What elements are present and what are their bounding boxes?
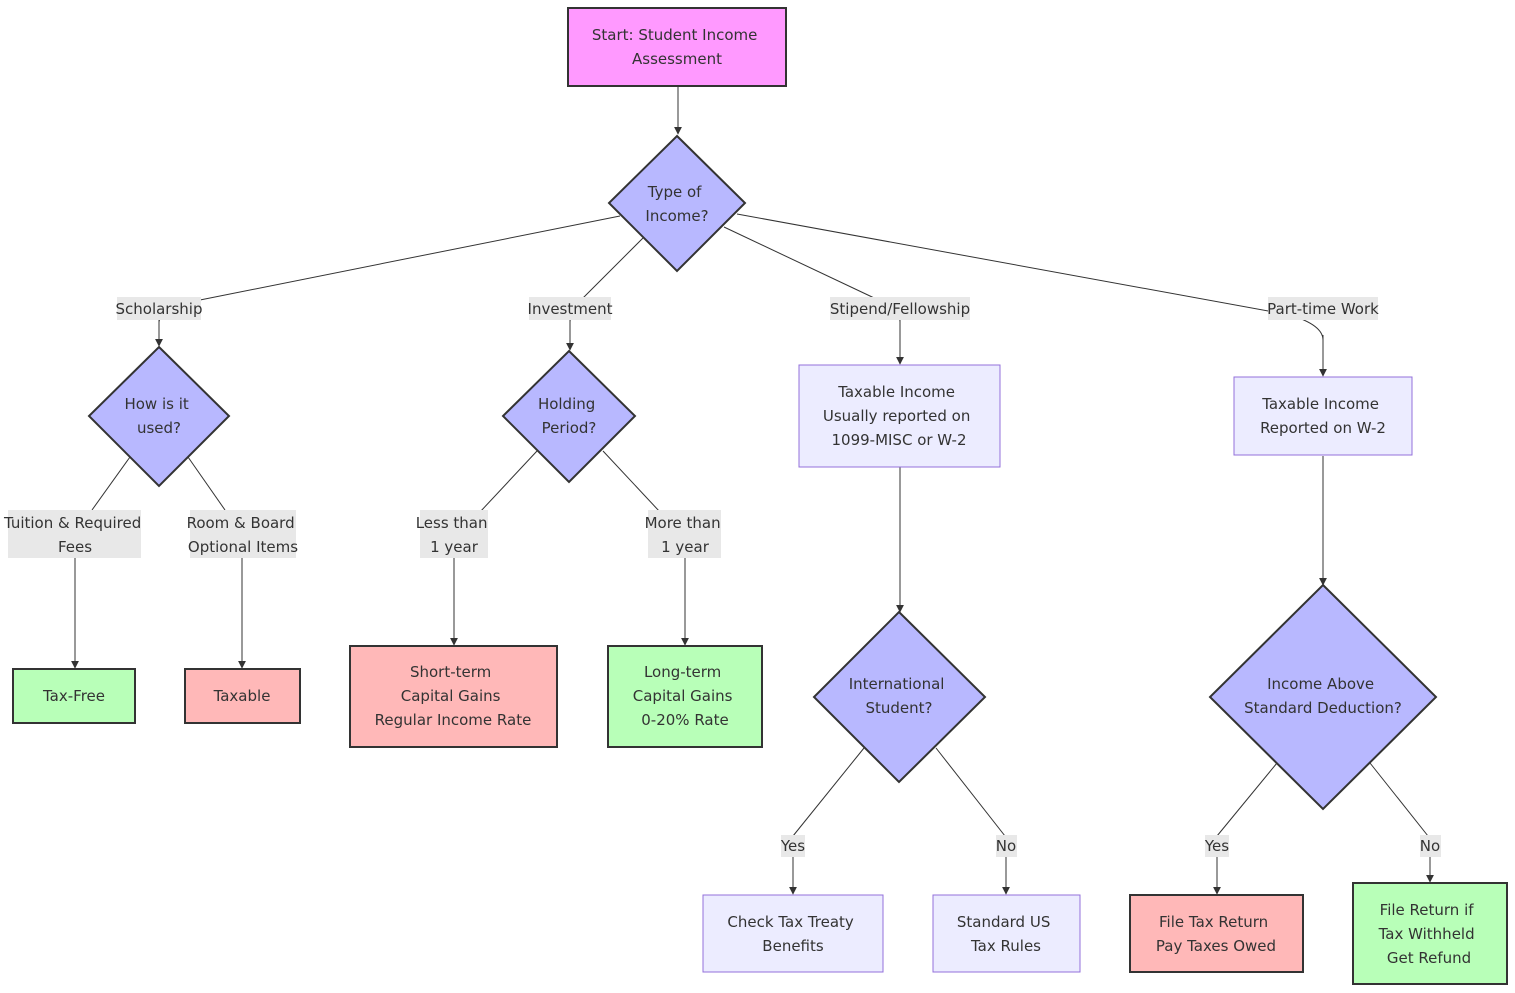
svg-text:Holding Period?: Holding Period?	[538, 395, 600, 437]
edge-label-less-than: Less than 1 year	[416, 510, 493, 558]
edge-holding-to-more-than	[602, 450, 661, 513]
node-standard-us[interactable]: Standard US Tax Rules	[932, 894, 1081, 973]
node-taxable[interactable]: Taxable	[184, 668, 301, 724]
edge-holding-to-less-than	[479, 450, 538, 513]
edge-labels: Scholarship Investment Stipend/Fellowshi…	[3, 297, 1441, 857]
svg-text:No: No	[996, 837, 1016, 855]
node-stipend-taxable[interactable]: Taxable Income Usually reported on 1099-…	[798, 364, 1001, 468]
svg-text:No: No	[1420, 837, 1440, 855]
edge-label-room-board: Room & Board Optional Items	[187, 510, 300, 558]
svg-text:Standard US Tax Rules: Standard US Tax Rules	[957, 913, 1055, 955]
svg-text:Part-time Work: Part-time Work	[1267, 300, 1379, 318]
svg-text:Yes: Yes	[780, 837, 805, 855]
edge-label-income-no: No	[1420, 835, 1441, 857]
svg-text:Less than 1 year: Less than 1 year	[416, 514, 493, 556]
edge-label-investment: Investment	[528, 297, 613, 320]
svg-text:Investment: Investment	[528, 300, 613, 318]
node-file-refund[interactable]: File Return if Tax Withheld Get Refund	[1352, 882, 1508, 985]
edge-label-stipend: Stipend/Fellowship	[830, 297, 970, 320]
svg-text:How is it used?: How is it used?	[124, 395, 193, 437]
node-type-of-income[interactable]: Type of Income?	[607, 134, 747, 273]
svg-text:Taxable Income Usually: Taxable Income Usually reported on 1099-…	[823, 383, 975, 449]
edge-label-intl-yes: Yes	[780, 835, 805, 857]
node-file-return[interactable]: File Tax Return Pay Taxes Owed	[1129, 894, 1304, 973]
edge-how-used-to-tuition	[91, 456, 131, 511]
node-long-term[interactable]: Long-term Capital Gains 0-20% Rate	[607, 645, 763, 748]
node-how-used[interactable]: How is it used?	[87, 345, 231, 488]
edges	[71, 86, 1434, 895]
edge-label-scholarship: Scholarship	[116, 297, 203, 320]
edge-label-more-than: More than 1 year	[645, 510, 726, 558]
edge-income-above-to-no	[1369, 762, 1429, 837]
edge-label-income-yes: Yes	[1204, 835, 1229, 857]
edge-label-intl-no: No	[996, 835, 1017, 857]
edge-how-used-to-room-board	[187, 456, 226, 511]
edge-label-tuition: Tuition & Required Fees	[3, 510, 146, 558]
nodes: Start: Student Income Assessment Type of…	[12, 7, 1508, 985]
node-tax-free[interactable]: Tax-Free	[12, 668, 136, 724]
svg-text:Scholarship: Scholarship	[116, 300, 203, 318]
edge-international-to-yes	[792, 747, 865, 837]
node-income-above[interactable]: Income Above Standard Deduction?	[1208, 583, 1438, 811]
svg-text:More than 1 year: More than 1 year	[645, 514, 726, 556]
svg-text:Taxable: Taxable	[213, 687, 271, 705]
node-tax-treaty[interactable]: Check Tax Treaty Benefits	[702, 894, 884, 973]
svg-text:Tuition & Required Fee: Tuition & Required Fees	[3, 514, 146, 556]
svg-text:Check Tax Treaty Benef: Check Tax Treaty Benefits	[727, 913, 858, 955]
svg-text:File Tax Return Pay Ta: File Tax Return Pay Taxes Owed	[1156, 913, 1276, 955]
svg-text:Room & Board Optional: Room & Board Optional Items	[187, 514, 300, 556]
svg-text:Type of Income?: Type of Income?	[645, 183, 708, 225]
svg-text:Yes: Yes	[1204, 837, 1229, 855]
svg-text:Taxable Income Reporte: Taxable Income Reported on W-2	[1260, 395, 1386, 437]
edge-international-to-no	[935, 747, 1006, 837]
node-start[interactable]: Start: Student Income Assessment	[567, 7, 787, 87]
svg-text:Long-term Capital Gain: Long-term Capital Gains 0-20% Rate	[633, 663, 737, 729]
svg-text:Short-term Capital Gai: Short-term Capital Gains Regular Income …	[375, 663, 532, 729]
svg-text:Income Above Standard: Income Above Standard Deduction?	[1244, 675, 1402, 717]
svg-text:Tax-Free: Tax-Free	[42, 687, 105, 705]
node-parttime-taxable[interactable]: Taxable Income Reported on W-2	[1233, 376, 1413, 456]
edge-type-to-parttime	[736, 213, 1324, 341]
node-holding-period[interactable]: Holding Period?	[501, 349, 637, 484]
svg-text:International Student?: International Student?	[849, 675, 950, 717]
edge-income-above-to-yes	[1216, 762, 1278, 837]
svg-text:Stipend/Fellowship: Stipend/Fellowship	[830, 300, 970, 318]
edge-label-parttime: Part-time Work	[1267, 297, 1379, 320]
svg-text:Start: Student Income: Start: Student Income Assessment	[592, 26, 762, 68]
svg-text:File Return if Tax Wit: File Return if Tax Withheld Get Refund	[1378, 901, 1480, 967]
node-international-student[interactable]: International Student?	[812, 610, 987, 784]
node-short-term[interactable]: Short-term Capital Gains Regular Income …	[349, 645, 558, 748]
